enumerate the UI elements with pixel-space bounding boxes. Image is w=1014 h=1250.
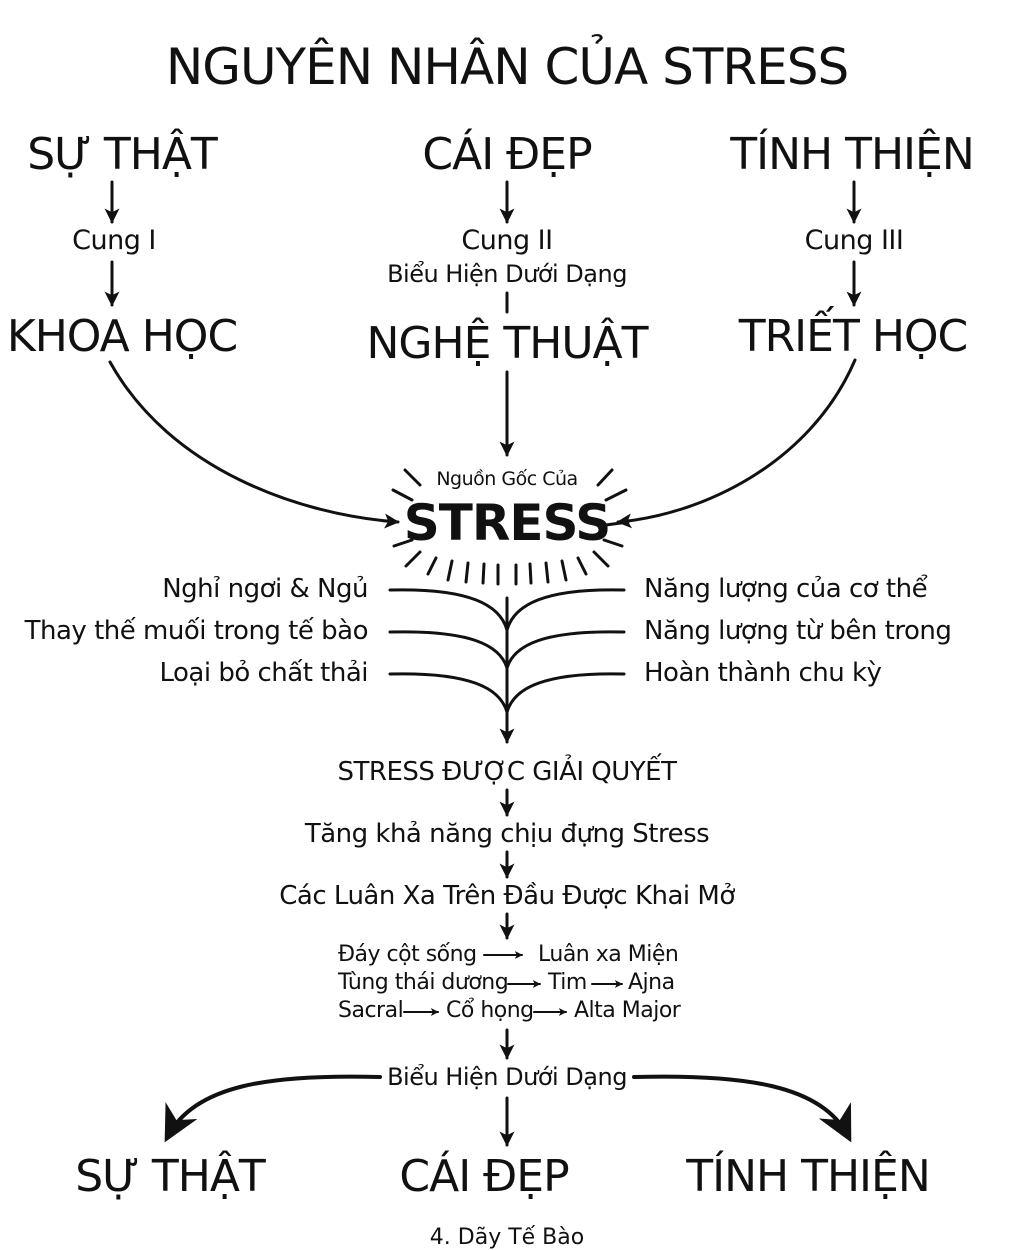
right-factor-cycle-complete: Hoàn thành chu kỳ <box>644 658 882 688</box>
right-factor-inner-energy: Năng lượng từ bên trong <box>644 616 952 646</box>
branch-right-1 <box>505 588 626 632</box>
source-truth: SỰ THẬT <box>27 129 218 180</box>
result-beauty: CÁI ĐẸP <box>399 1151 569 1202</box>
chakra-ajna: Ajna <box>628 970 675 995</box>
arrow-philosophy-to-stress <box>616 358 857 529</box>
step-head-chakras-open: Các Luân Xa Trên Đầu Được Khai Mở <box>279 881 735 911</box>
field-science: KHOA HỌC <box>6 311 238 362</box>
source-goodness: TÍNH THIỆN <box>730 129 974 180</box>
chakra-heart: Tim <box>548 970 587 995</box>
left-factor-salt-replacement: Thay thế muối trong tế bào <box>24 616 369 646</box>
field-art: NGHỆ THUẬT <box>366 318 648 369</box>
chakra-crown: Luân xa Miện <box>538 942 679 967</box>
arrow-expression-to-goodness <box>632 1074 852 1143</box>
arrow-science-to-stress <box>108 360 400 529</box>
bottom-expression-label: Biểu Hiện Dưới Dạng <box>387 1063 627 1091</box>
ray-2-label: Cung II <box>461 225 553 256</box>
stress-rays <box>391 468 630 586</box>
footer-caption: 4. Dãy Tế Bào <box>429 1225 585 1250</box>
stress-source-label: Nguồn Gốc Của <box>436 468 578 490</box>
left-factor-waste-removal: Loại bỏ chất thải <box>159 658 368 688</box>
branch-left-2 <box>388 630 509 670</box>
ray-2-expression: Biểu Hiện Dưới Dạng <box>387 260 627 288</box>
right-factor-body-energy: Năng lượng của cơ thể <box>644 574 928 604</box>
branch-right-2 <box>505 630 626 670</box>
branch-right-3 <box>505 672 626 714</box>
page-title: NGUYÊN NHÂN CỦA STRESS <box>165 38 849 96</box>
step-stress-tolerance: Tăng khả năng chịu đựng Stress <box>304 819 710 849</box>
chakra-base-of-spine: Đáy cột sống <box>338 942 477 967</box>
source-beauty: CÁI ĐẸP <box>422 129 592 180</box>
branch-left-3 <box>388 672 509 714</box>
chakra-solar-plexus: Tùng thái dương <box>338 970 509 995</box>
stress-word: STRESS <box>403 494 612 552</box>
arrow-expression-to-truth <box>164 1074 382 1143</box>
ray-3-label: Cung III <box>804 225 904 256</box>
step-stress-resolved: STRESS ĐƯỢC GIẢI QUYẾT <box>337 757 677 787</box>
result-truth: SỰ THẬT <box>75 1151 266 1202</box>
left-factor-rest-sleep: Nghỉ ngơi & Ngủ <box>162 574 368 604</box>
field-philosophy: TRIẾT HỌC <box>738 311 969 362</box>
chakra-alta-major: Alta Major <box>574 998 681 1023</box>
ray-1-label: Cung I <box>72 225 156 256</box>
chakra-throat: Cổ họng <box>446 998 534 1023</box>
branch-left-1 <box>388 588 509 632</box>
chakra-sacral: Sacral <box>338 998 404 1023</box>
result-goodness: TÍNH THIỆN <box>686 1151 930 1202</box>
